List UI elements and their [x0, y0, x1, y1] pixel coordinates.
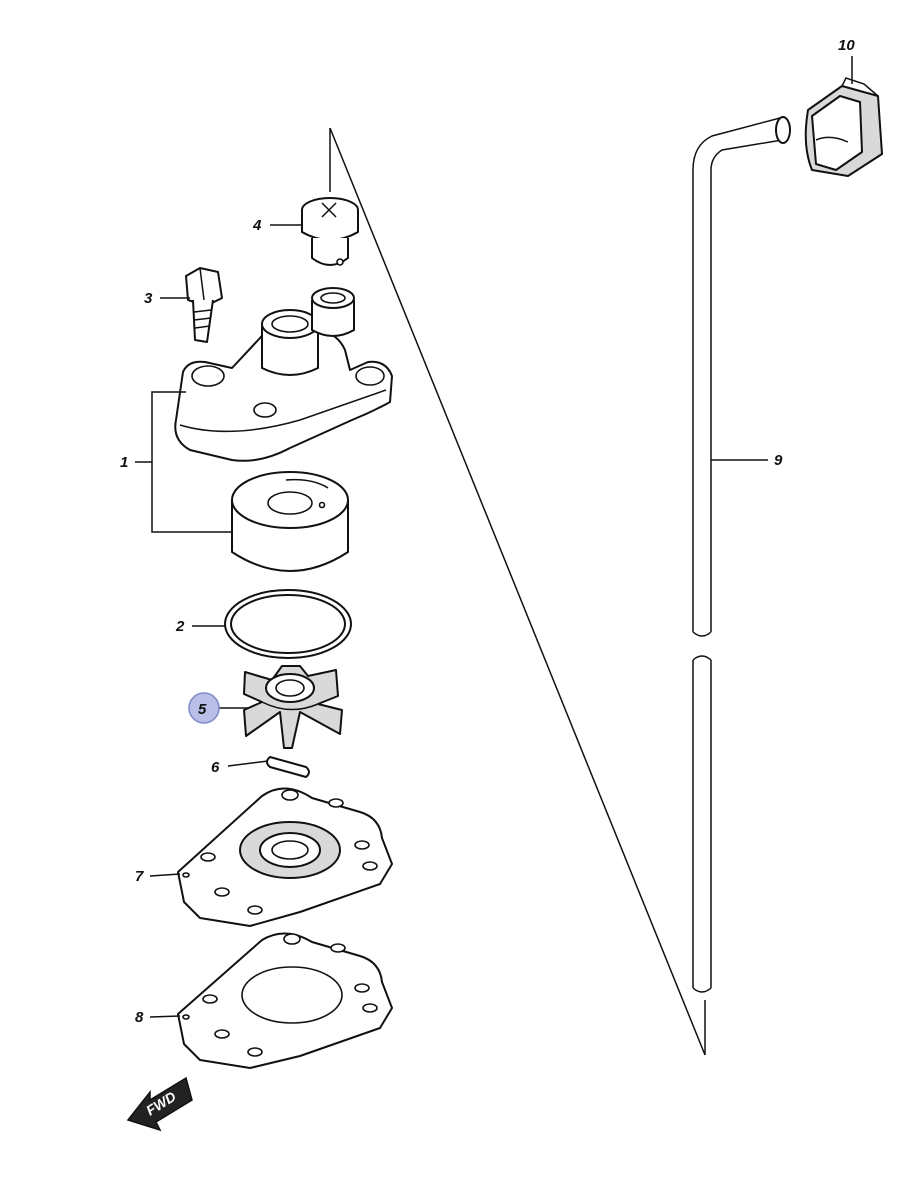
callout-2[interactable]: 2 [175, 618, 185, 635]
part-3-bolt[interactable] [185, 267, 223, 343]
callout-5[interactable]: 5 [198, 701, 207, 718]
callout-3[interactable]: 3 [144, 290, 153, 307]
callout-7[interactable]: 7 [135, 868, 144, 885]
callout-8[interactable]: 8 [135, 1009, 144, 1026]
assembly-line [329, 127, 706, 1056]
fwd-arrow-icon: FWD [126, 1076, 193, 1132]
callout-1-bracket [135, 391, 232, 533]
callout-6[interactable]: 6 [211, 759, 220, 776]
part-8-gasket[interactable] [177, 932, 393, 1069]
part-5-impeller[interactable] [243, 665, 343, 749]
leader-lines [149, 224, 302, 1018]
callout-10[interactable]: 10 [838, 37, 855, 54]
part-1-pump-case[interactable] [174, 287, 393, 572]
part-5-highlight [188, 692, 220, 724]
callout-9[interactable]: 9 [774, 452, 783, 469]
part-10-grommet[interactable] [804, 56, 883, 177]
part-9-water-tube[interactable] [692, 116, 791, 993]
part-7-plate[interactable] [177, 787, 393, 927]
part-2-o-ring[interactable] [224, 589, 352, 659]
part-4-fitting[interactable] [301, 197, 359, 266]
callout-4[interactable]: 4 [252, 217, 262, 234]
callout-1[interactable]: 1 [120, 454, 128, 471]
part-6-key[interactable] [266, 756, 310, 778]
